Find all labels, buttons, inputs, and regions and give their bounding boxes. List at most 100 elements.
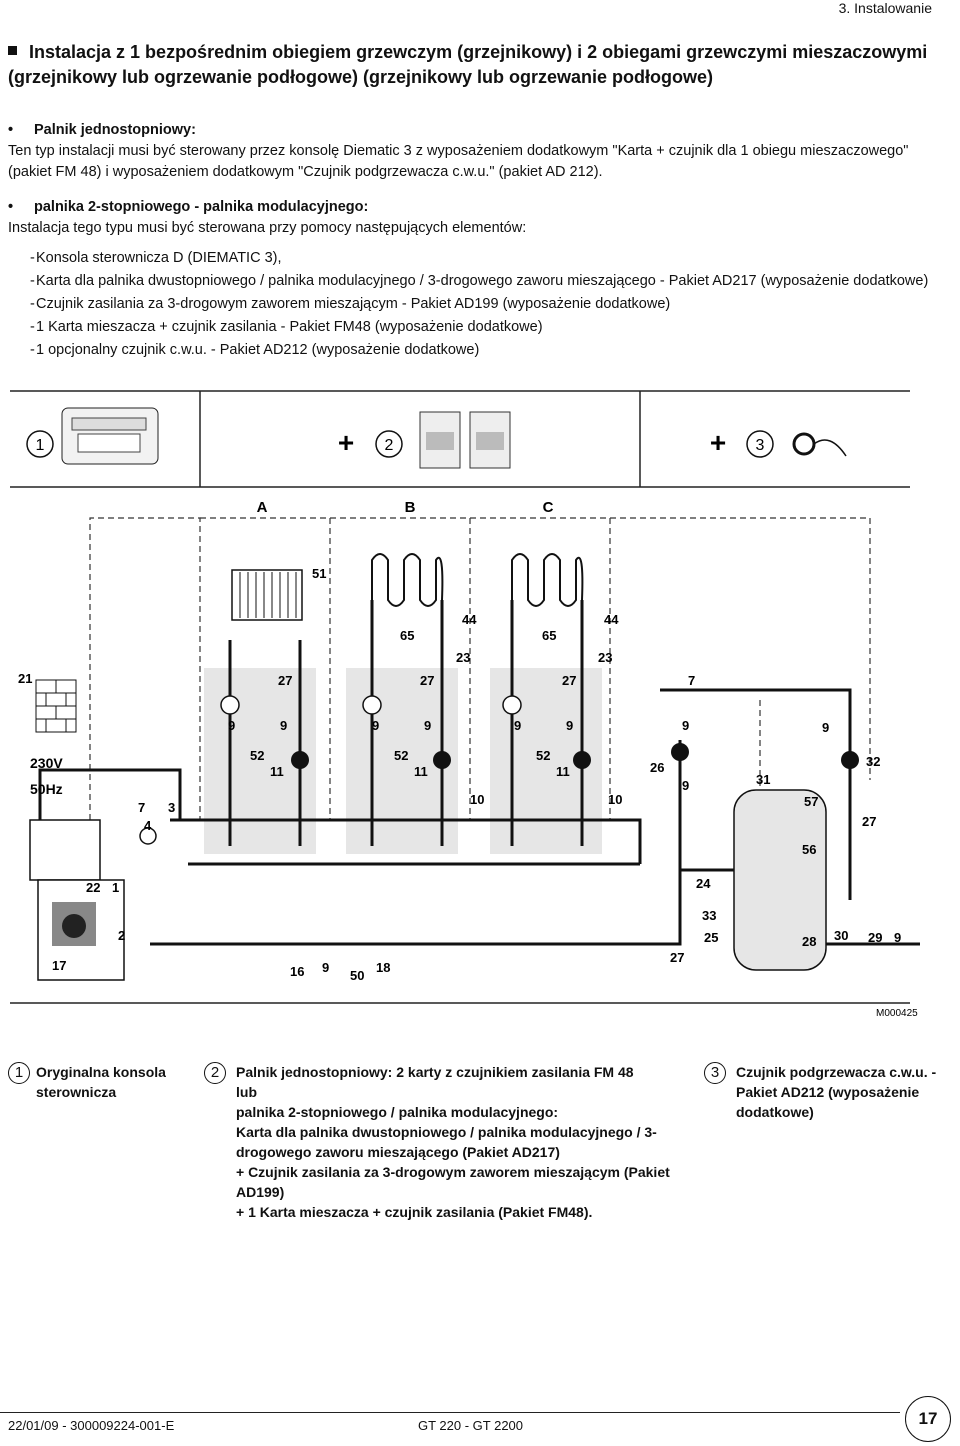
label-56: 56 xyxy=(802,842,816,857)
caption-line: AD199) xyxy=(236,1184,285,1200)
page-number: 17 xyxy=(905,1396,951,1442)
caption-line: drogowego zaworu mieszającego (Pakiet AD… xyxy=(236,1144,560,1160)
control-console-icon xyxy=(61,407,159,465)
label-9: 9 xyxy=(228,718,235,733)
caption-1: 1 Oryginalna konsola sterownicza xyxy=(8,1062,166,1102)
label-7: 7 xyxy=(138,800,145,815)
list-item: Konsola sterownicza D (DIEMATIC 3), xyxy=(8,247,928,270)
label-9: 9 xyxy=(424,718,431,733)
label-17: 17 xyxy=(52,958,66,973)
section2-body: Instalacja tego typu musi być sterowana … xyxy=(8,220,527,236)
label-11: 11 xyxy=(270,764,284,779)
label-7: 7 xyxy=(688,673,695,688)
label-27: 27 xyxy=(862,814,876,829)
wall-icon xyxy=(35,679,77,733)
label-29: 29 xyxy=(868,930,882,945)
label-9: 9 xyxy=(322,960,329,975)
voltage-label: 230V xyxy=(30,755,63,771)
caption-line: Pakiet AD212 (wyposażenie xyxy=(736,1084,920,1100)
label-27: 27 xyxy=(670,950,684,965)
label-23: 23 xyxy=(598,650,612,665)
footer-rule xyxy=(0,1412,900,1413)
caption-line: Oryginalna konsola xyxy=(36,1064,166,1080)
caption-num-1: 1 xyxy=(8,1062,30,1084)
label-32: 32 xyxy=(866,754,880,769)
label-9: 9 xyxy=(372,718,379,733)
label-27: 27 xyxy=(278,673,292,688)
pump-icon xyxy=(291,743,859,769)
installation-diagram: 1 + 2 + 3 A B C xyxy=(10,390,920,1019)
label-31: 31 xyxy=(756,772,770,787)
label-2: 2 xyxy=(118,928,125,943)
floor-heating-coil-icon xyxy=(371,553,444,607)
caption-line: palnika 2-stopniowego / palnika modulacy… xyxy=(236,1104,559,1120)
square-bullet-icon xyxy=(8,46,17,55)
caption-2: 2 Palnik jednostopniowy: 2 karty z czujn… xyxy=(204,1062,670,1222)
label-9: 9 xyxy=(566,718,573,733)
section-header: 3. Instalowanie xyxy=(838,0,932,16)
label-44: 44 xyxy=(462,612,477,627)
frequency-label: 50Hz xyxy=(30,781,63,797)
top-num-3: 3 xyxy=(756,437,765,454)
wiring xyxy=(89,517,871,860)
label-52: 52 xyxy=(250,748,264,763)
plus-sign: + xyxy=(710,427,726,458)
figure-ref: M000425 xyxy=(876,1008,918,1019)
caption-line: Palnik jednostopniowy: 2 karty z czujnik… xyxy=(236,1064,634,1080)
boiler-icon xyxy=(29,819,125,981)
label-11: 11 xyxy=(414,764,428,779)
section1-body: Ten typ instalacji musi być sterowany pr… xyxy=(8,143,909,180)
label-52: 52 xyxy=(394,748,408,763)
caption-line: sterownicza xyxy=(36,1084,117,1100)
label-16: 16 xyxy=(290,964,304,979)
components-list: Konsola sterownicza D (DIEMATIC 3), Kart… xyxy=(8,247,928,362)
title-text: Instalacja z 1 bezpośrednim obiegiem grz… xyxy=(8,42,928,87)
caption-3: 3 Czujnik podgrzewacza c.w.u. - Pakiet A… xyxy=(704,1062,936,1122)
label-9: 9 xyxy=(514,718,521,733)
label-33: 33 xyxy=(702,908,716,923)
thermometer-icon xyxy=(139,695,522,845)
label-9: 9 xyxy=(894,930,901,945)
caption-num-3: 3 xyxy=(704,1062,726,1084)
circuit-b-label: B xyxy=(405,499,416,516)
label-65: 65 xyxy=(400,628,414,643)
circuit-c-label: C xyxy=(543,499,554,516)
circuit-a-label: A xyxy=(257,499,268,516)
caption-line: lub xyxy=(236,1084,257,1100)
label-27: 27 xyxy=(420,673,434,688)
label-65: 65 xyxy=(542,628,556,643)
label-9: 9 xyxy=(682,718,689,733)
label-26: 26 xyxy=(650,760,664,775)
plus-sign: + xyxy=(338,427,354,458)
label-3: 3 xyxy=(168,800,175,815)
label-44: 44 xyxy=(604,612,619,627)
list-item: 1 opcjonalny czujnik c.w.u. - Pakiet AD2… xyxy=(8,339,928,362)
pipes xyxy=(38,600,920,946)
label-57: 57 xyxy=(804,794,818,809)
section2-heading: palnika 2-stopniowego - palnika modulacy… xyxy=(8,197,948,218)
caption-num-2: 2 xyxy=(204,1062,226,1084)
section-single-stage: Palnik jednostopniowy: Ten typ instalacj… xyxy=(8,120,948,183)
radiator-icon xyxy=(231,569,303,621)
label-52: 52 xyxy=(536,748,550,763)
top-num-1: 1 xyxy=(36,437,45,454)
floor-heating-coil-icon xyxy=(511,553,584,607)
caption-line: Karta dla palnika dwustopniowego / palni… xyxy=(236,1124,657,1140)
dhw-tank-icon xyxy=(733,789,827,971)
caption-line: dodatkowe) xyxy=(736,1104,814,1120)
label-21: 21 xyxy=(18,671,32,686)
label-9: 9 xyxy=(280,718,287,733)
caption-line: + 1 Karta mieszacza + czujnik zasilania … xyxy=(236,1204,593,1220)
label-10: 10 xyxy=(470,792,484,807)
label-28: 28 xyxy=(802,934,816,949)
label-27: 27 xyxy=(562,673,576,688)
section-two-stage: palnika 2-stopniowego - palnika modulacy… xyxy=(8,197,948,239)
page-title: Instalacja z 1 bezpośrednim obiegiem grz… xyxy=(8,40,938,90)
label-1: 1 xyxy=(112,880,119,895)
footer-model: GT 220 - GT 2200 xyxy=(418,1418,524,1433)
sensor-icon xyxy=(792,432,847,457)
list-item: 1 Karta mieszacza + czujnik zasilania - … xyxy=(8,316,928,339)
label-9: 9 xyxy=(822,720,829,735)
footer-doc-ref: 22/01/09 - 300009224-001-E xyxy=(8,1418,175,1433)
label-4: 4 xyxy=(144,818,152,833)
